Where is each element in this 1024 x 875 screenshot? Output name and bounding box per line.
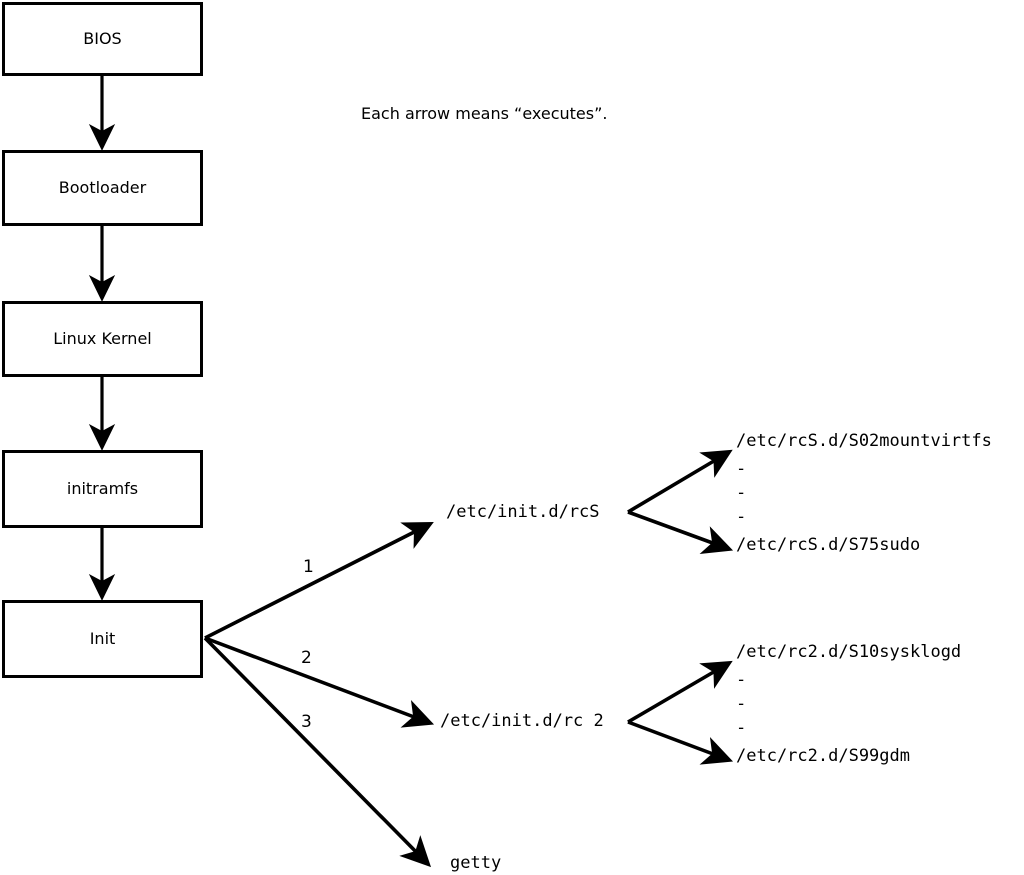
node-linux-kernel-label: Linux Kernel [53,329,152,348]
label-rcs-last-script: /etc/rcS.d/S75sudo [736,535,921,555]
arrow-rcs-to-last-script [627,510,734,554]
arrow-init-to-rcs [204,522,434,640]
node-bootloader: Bootloader [2,150,203,226]
label-getty: getty [450,853,502,873]
node-init: Init [2,600,203,678]
rc2-ellipsis-dash-2: - [736,694,747,714]
edge-number-3: 3 [301,712,312,732]
node-initramfs: initramfs [2,450,203,528]
arrow-init-to-getty [203,636,432,868]
label-rc2-first-script: /etc/rc2.d/S10sysklogd [736,642,962,662]
label-init-d-rcs: /etc/init.d/rcS [446,502,600,522]
arrow-init-to-rc2 [204,636,435,728]
legend-note: Each arrow means “executes”. [361,104,608,123]
label-rc2-last-script: /etc/rc2.d/S99gdm [736,746,910,766]
node-linux-kernel: Linux Kernel [2,301,203,377]
node-bios: BIOS [2,2,203,76]
edge-number-2: 2 [301,648,312,668]
node-bios-label: BIOS [83,29,122,48]
rc2-ellipsis-dash-1: - [736,670,747,690]
rcs-ellipsis-dash-3: - [736,507,747,527]
rcs-ellipsis-dash-2: - [736,483,747,503]
node-initramfs-label: initramfs [66,479,139,498]
edge-number-1: 1 [303,557,314,577]
label-rcs-first-script: /etc/rcS.d/S02mountvirtfs [736,431,992,451]
arrow-rc2-to-first-script [627,660,733,724]
arrow-rc2-to-last-script [627,720,734,765]
label-init-d-rc2: /etc/init.d/rc 2 [440,711,604,731]
rc2-ellipsis-dash-3: - [736,718,747,738]
node-bootloader-label: Bootloader [58,178,147,197]
node-init-label: Init [89,629,116,648]
rcs-ellipsis-dash-1: - [736,459,747,479]
arrow-rcs-to-first-script [627,449,733,514]
